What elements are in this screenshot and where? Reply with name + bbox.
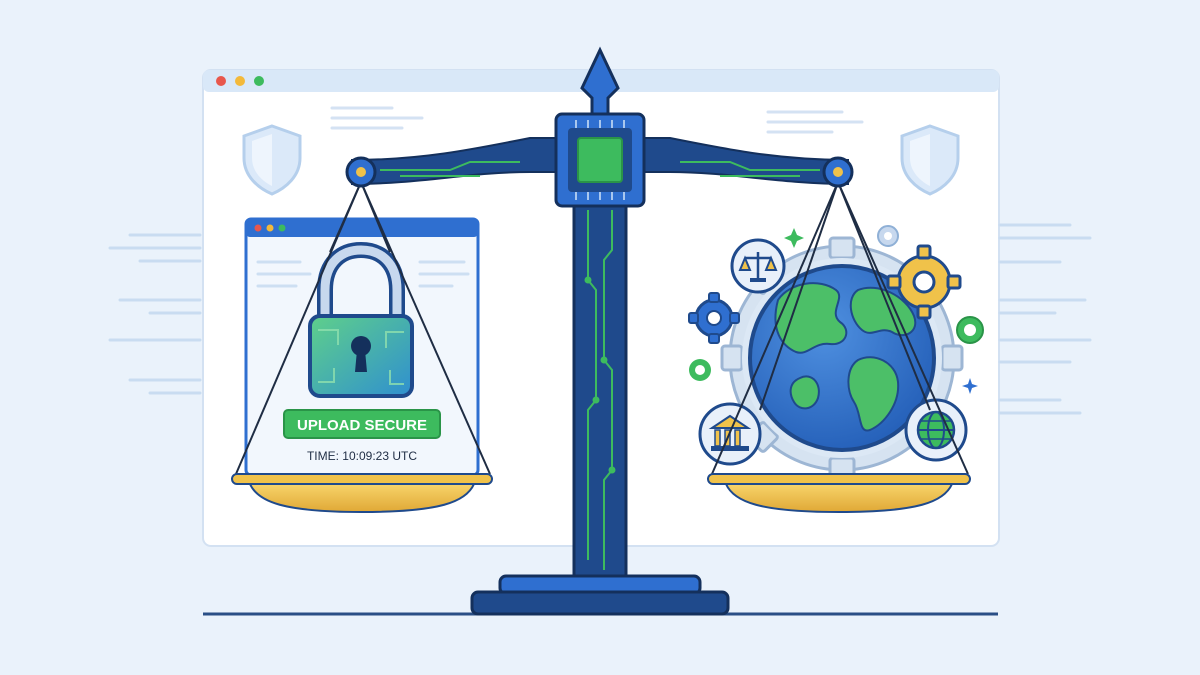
left-pan-chains [235,181,491,475]
scale-base [470,574,730,616]
sparkle-icon [962,378,978,394]
processor-chip-icon [554,112,646,208]
decorative-lines-right [998,223,1092,415]
decorative-lines-left [108,233,202,395]
balance-scales-icon [730,238,786,294]
gear-icon [689,359,711,381]
globe-icon [748,264,936,452]
shield-icon [242,124,302,196]
upload-time-label: TIME: 10:09:23 UTC [307,449,417,463]
left-scale-pan [231,473,493,514]
window-close-dot [216,76,226,86]
right-pan-chains [711,181,969,475]
gear-icon [688,292,740,344]
sparkle-icon [784,228,804,248]
web-globe-icon [904,398,968,462]
gear-icon [886,244,962,320]
gear-icon [956,316,984,344]
upload-status-label: UPLOAD SECURE [297,417,427,434]
right-scale-pan [707,473,971,514]
gear-icon [877,225,899,247]
scale-pillar [572,198,628,582]
window-maximize-dot [254,76,264,86]
shield-icon [900,124,960,196]
window-minimize-dot [235,76,245,86]
padlock-icon [308,241,414,398]
upload-status-badge: UPLOAD SECURE [283,409,441,439]
